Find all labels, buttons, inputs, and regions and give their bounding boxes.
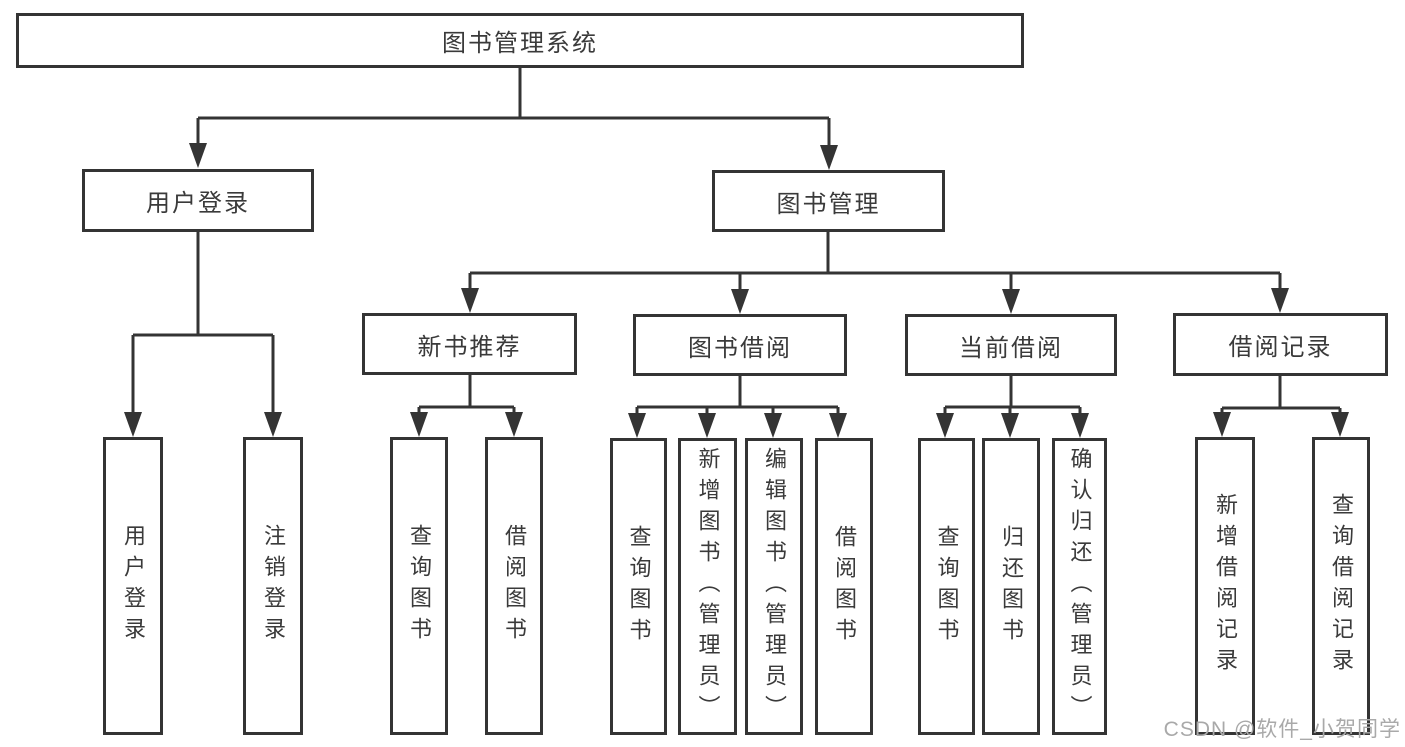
leaf-query-books-current: 查询图书: [918, 438, 975, 735]
leaf-add-book-admin: 新增图书（管理员）: [678, 438, 737, 735]
node-borrow-records: 借阅记录: [1173, 313, 1388, 376]
leaf-query-books-recommend: 查询图书: [390, 437, 448, 735]
leaf-confirm-return-admin: 确认归还（管理员）: [1052, 438, 1107, 735]
leaf-logout: 注销登录: [243, 437, 303, 735]
leaf-user-login: 用户登录: [103, 437, 163, 735]
leaf-borrow-books-recommend: 借阅图书: [485, 437, 543, 735]
leaf-return-book: 归还图书: [982, 438, 1040, 735]
leaf-edit-book-admin: 编辑图书（管理员）: [745, 438, 803, 735]
node-current-borrow: 当前借阅: [905, 314, 1117, 376]
node-book-management: 图书管理: [712, 170, 945, 232]
watermark: CSDN @软件_小贺同学: [1163, 718, 1401, 741]
node-book-borrow: 图书借阅: [633, 314, 847, 376]
node-system-root: 图书管理系统: [16, 13, 1024, 68]
leaf-borrow-books-borrow: 借阅图书: [815, 438, 873, 735]
leaf-add-borrow-record: 新增借阅记录: [1195, 437, 1255, 735]
connector-arrowheads: [124, 143, 1349, 438]
node-user-login: 用户登录: [82, 169, 314, 232]
leaf-query-borrow-record: 查询借阅记录: [1312, 437, 1370, 735]
leaf-query-books-borrow: 查询图书: [610, 438, 667, 735]
node-new-book-recommend: 新书推荐: [362, 313, 577, 375]
